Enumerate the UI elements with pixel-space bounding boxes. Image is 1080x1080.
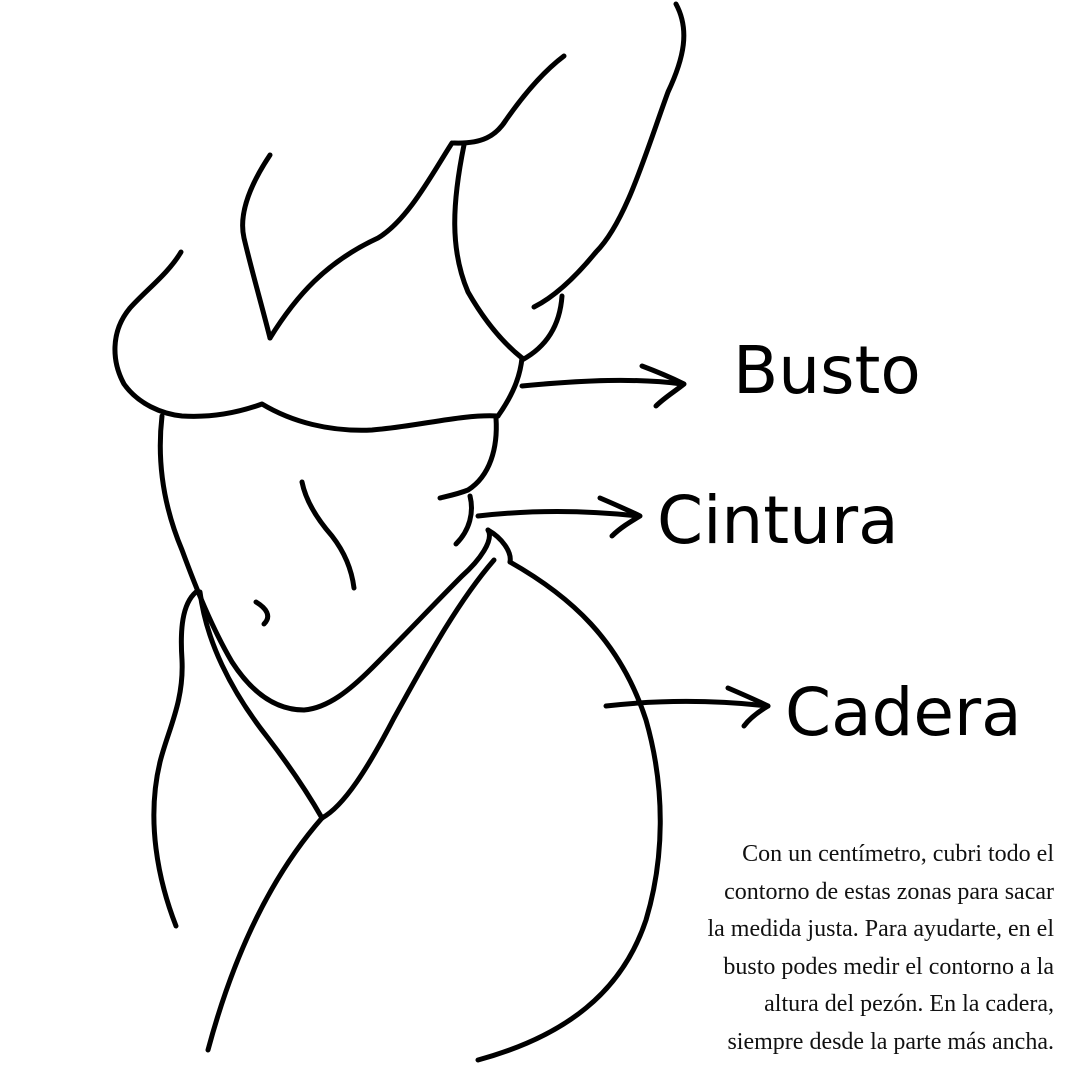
inner-thigh-line: [319, 557, 497, 821]
arrow-busto-shaft: [519, 377, 685, 389]
arm-outline: [531, 1, 687, 310]
arrow-busto-head: [639, 363, 687, 409]
left-cup: [267, 140, 455, 341]
arrow-cadera-head: [725, 685, 771, 729]
instruction-line: la medida justa. Para ayudarte, en el: [707, 916, 1054, 942]
instruction-line: siempre desde la parte más ancha.: [727, 1028, 1054, 1055]
hip-label: Cadera: [785, 674, 1022, 751]
waist-curve-upper: [437, 415, 499, 501]
left-breast-outline: [112, 249, 501, 433]
measuring-instructions: Con un centímetro, cubri todo el contorn…: [634, 836, 1054, 1061]
torso-left-outline: [157, 413, 492, 713]
underarm-curve: [519, 293, 565, 363]
abdomen-line: [299, 479, 357, 591]
bust-label: Busto: [733, 332, 921, 409]
right-strap: [452, 142, 525, 361]
thigh-front-line: [205, 815, 325, 1053]
instruction-line: altura del pezón. En la cadera,: [764, 991, 1054, 1017]
bikini-line: [197, 589, 325, 821]
left-strap: [240, 152, 273, 341]
instruction-line: contorno de estas zonas para sacar: [724, 878, 1054, 905]
waist-curve-lower: [453, 493, 474, 547]
instruction-line: Con un centímetro, cubri todo el: [742, 841, 1054, 867]
navel: [253, 599, 271, 627]
hip-notch: [485, 527, 513, 565]
hip-outline: [475, 559, 663, 1063]
left-leg-outline: [151, 589, 199, 929]
waist-label: Cintura: [657, 482, 899, 559]
bra-side: [495, 355, 525, 419]
arrow-cintura-head: [597, 495, 643, 539]
arrow-cintura-shaft: [475, 509, 641, 519]
arrow-cadera-shaft: [603, 699, 771, 709]
forearm-outline: [451, 53, 567, 146]
instruction-line: busto podes medir el contorno a la: [723, 953, 1054, 980]
